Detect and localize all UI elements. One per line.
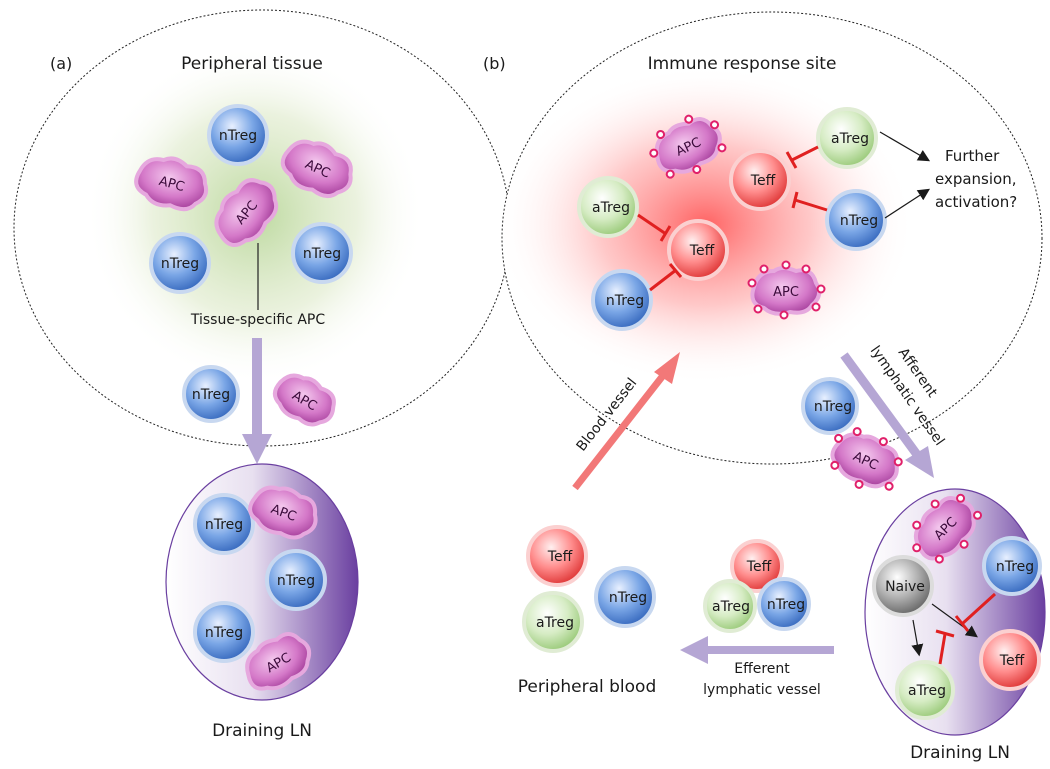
svg-text:aTreg: aTreg <box>908 683 946 699</box>
differentiation-arrow <box>931 603 978 638</box>
ntreg-cell: nTreg <box>193 493 255 555</box>
svg-text:nTreg: nTreg <box>277 573 315 589</box>
ntreg-cell: nTreg <box>291 222 353 284</box>
svg-text:Teff: Teff <box>999 653 1025 669</box>
svg-text:nTreg: nTreg <box>161 256 199 272</box>
panel-a: (a) Peripheral tissue nTreg nTreg nTreg … <box>13 9 511 741</box>
atreg-cell: aTreg <box>522 591 584 653</box>
activated-apc-cell: APC <box>649 114 727 179</box>
panel-b-title: Immune response site <box>648 54 837 74</box>
differentiation-arrow <box>911 619 924 657</box>
svg-text:Teff: Teff <box>547 549 573 565</box>
inhibition-marks <box>935 592 997 665</box>
svg-text:nTreg: nTreg <box>606 293 644 309</box>
apc-cell: APC <box>214 178 279 247</box>
svg-text:Naive: Naive <box>885 579 925 595</box>
ntreg-cell: nTreg <box>193 601 255 663</box>
svg-text:nTreg: nTreg <box>205 517 243 533</box>
inhibition-marks <box>637 145 828 292</box>
tissue-specific-apc-label: Tissue-specific APC <box>190 312 326 328</box>
apc-cell: APC <box>134 156 209 212</box>
apc-cell: APC <box>248 485 318 540</box>
further-expansion-line1: Further <box>945 147 1000 165</box>
expansion-arrow <box>884 188 931 219</box>
panel-b: (b) Immune response site APC APC aTreg <box>483 11 1046 763</box>
panel-a-title: Peripheral tissue <box>181 54 323 74</box>
activated-apc-cell: APC <box>912 493 983 564</box>
atreg-cell: aTreg <box>816 107 878 169</box>
atreg-cell: aTreg <box>895 660 955 720</box>
svg-text:nTreg: nTreg <box>996 559 1034 575</box>
svg-text:nTreg: nTreg <box>192 387 230 403</box>
panel-b-letter: (b) <box>483 54 506 73</box>
lymph-arrow-down <box>242 338 272 464</box>
afferent-lymph-arrow <box>840 352 934 478</box>
panel-a-letter: (a) <box>50 54 72 73</box>
svg-text:Teff: Teff <box>750 173 776 189</box>
efferent-label-line2: lymphatic vessel <box>703 682 821 698</box>
peripheral-blood-label: Peripheral blood <box>518 677 656 697</box>
ntreg-cell: nTreg <box>825 189 887 251</box>
svg-text:nTreg: nTreg <box>303 246 341 262</box>
draining-ln-b-label: Draining LN <box>910 743 1010 763</box>
svg-text:nTreg: nTreg <box>609 590 647 606</box>
svg-text:nTreg: nTreg <box>767 597 805 613</box>
atreg-cell: aTreg <box>703 579 757 633</box>
ntreg-cell: nTreg <box>591 269 653 331</box>
expansion-arrow <box>879 131 931 162</box>
ntreg-cell: nTreg <box>265 549 327 611</box>
svg-text:nTreg: nTreg <box>814 399 852 415</box>
ntreg-cell: nTreg <box>149 232 211 294</box>
activated-apc-cell: APC <box>830 427 903 491</box>
svg-text:APC: APC <box>157 174 186 195</box>
svg-text:APC: APC <box>773 285 799 300</box>
further-expansion-line2: expansion, <box>935 170 1017 188</box>
ntreg-cell: nTreg <box>207 104 269 166</box>
svg-text:nTreg: nTreg <box>840 213 878 229</box>
teff-cell: Teff <box>526 525 588 587</box>
ntreg-cell: nTreg <box>757 577 811 631</box>
atreg-cell: aTreg <box>577 176 639 238</box>
apc-cell: APC <box>245 632 312 691</box>
ntreg-cell: nTreg <box>594 566 656 628</box>
svg-text:aTreg: aTreg <box>712 599 750 615</box>
svg-text:Teff: Teff <box>746 559 772 575</box>
efferent-lymph-arrow <box>680 636 834 664</box>
ntreg-cell: nTreg <box>801 377 859 435</box>
teff-cell: Teff <box>729 149 791 211</box>
teff-cell: Teff <box>667 219 729 281</box>
svg-text:nTreg: nTreg <box>219 128 257 144</box>
teff-cell: Teff <box>979 629 1041 691</box>
draining-ln-a-label: Draining LN <box>212 721 312 741</box>
svg-text:aTreg: aTreg <box>831 131 869 147</box>
efferent-label-line1: Efferent <box>734 661 790 677</box>
ntreg-cell: nTreg <box>182 365 240 423</box>
apc-cell: APC <box>272 373 336 427</box>
svg-text:Teff: Teff <box>689 243 715 259</box>
svg-text:aTreg: aTreg <box>536 615 574 631</box>
svg-text:nTreg: nTreg <box>205 625 243 641</box>
apc-cell: APC <box>280 139 353 199</box>
blood-vessel-arrow <box>572 352 680 491</box>
naive-cell: Naive <box>872 555 934 617</box>
svg-text:aTreg: aTreg <box>592 200 630 216</box>
activated-apc-cell: APC <box>747 260 826 320</box>
further-expansion-line3: activation? <box>935 193 1017 211</box>
ntreg-cell: nTreg <box>982 536 1042 596</box>
teff-cell: Teff <box>730 539 784 593</box>
